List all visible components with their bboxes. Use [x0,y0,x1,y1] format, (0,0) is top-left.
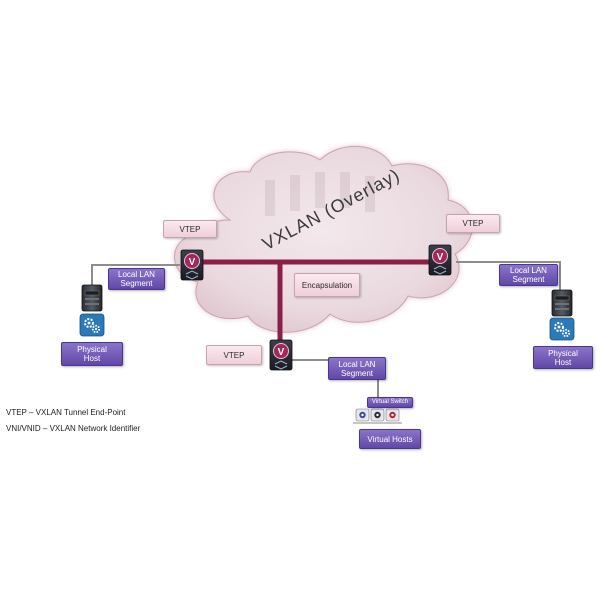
vtep-label-right: VTEP [446,214,500,233]
server-icon-left [81,284,103,312]
virtual-hosts-label: Virtual Hosts [359,429,421,449]
physical-host-right: Physical Host [533,346,593,369]
vtep-label-left: VTEP [163,220,217,238]
legend-vtep: VTEP – VXLAN Tunnel End-Point [6,408,126,417]
virtual-machine-icons [353,408,402,424]
virtual-machine-icon [355,408,370,422]
gear-icon-right [549,317,575,341]
vtep-glyph: V [189,257,196,268]
virtual-switch-label: Virtual Switch [367,397,413,408]
overlay-cloud [174,146,473,333]
physical-host-left: Physical Host [61,342,123,366]
local-lan-segment-right: Local LAN Segment [499,264,558,286]
vtep-switch-right: V [428,244,452,276]
virtual-machine-icon [385,408,400,422]
vtep-label-bottom: VTEP [206,345,262,365]
server-icon-right [551,289,573,317]
vtep-switch-left: V [180,249,204,281]
virtual-machine-icon [370,408,385,422]
legend-vnid: VNI/VNID – VXLAN Network Identifier [6,424,141,433]
encapsulation-label: Encapsulation [294,273,360,297]
vxlan-tunnel [197,259,438,345]
gear-icon-left [79,313,105,337]
vtep-switch-bottom: V [269,339,293,371]
local-lan-segment-bottom: Local LAN Segment [328,357,386,380]
vtep-glyph: V [278,347,285,358]
local-lan-segment-left: Local LAN Segment [108,268,165,290]
vtep-glyph: V [437,252,444,263]
